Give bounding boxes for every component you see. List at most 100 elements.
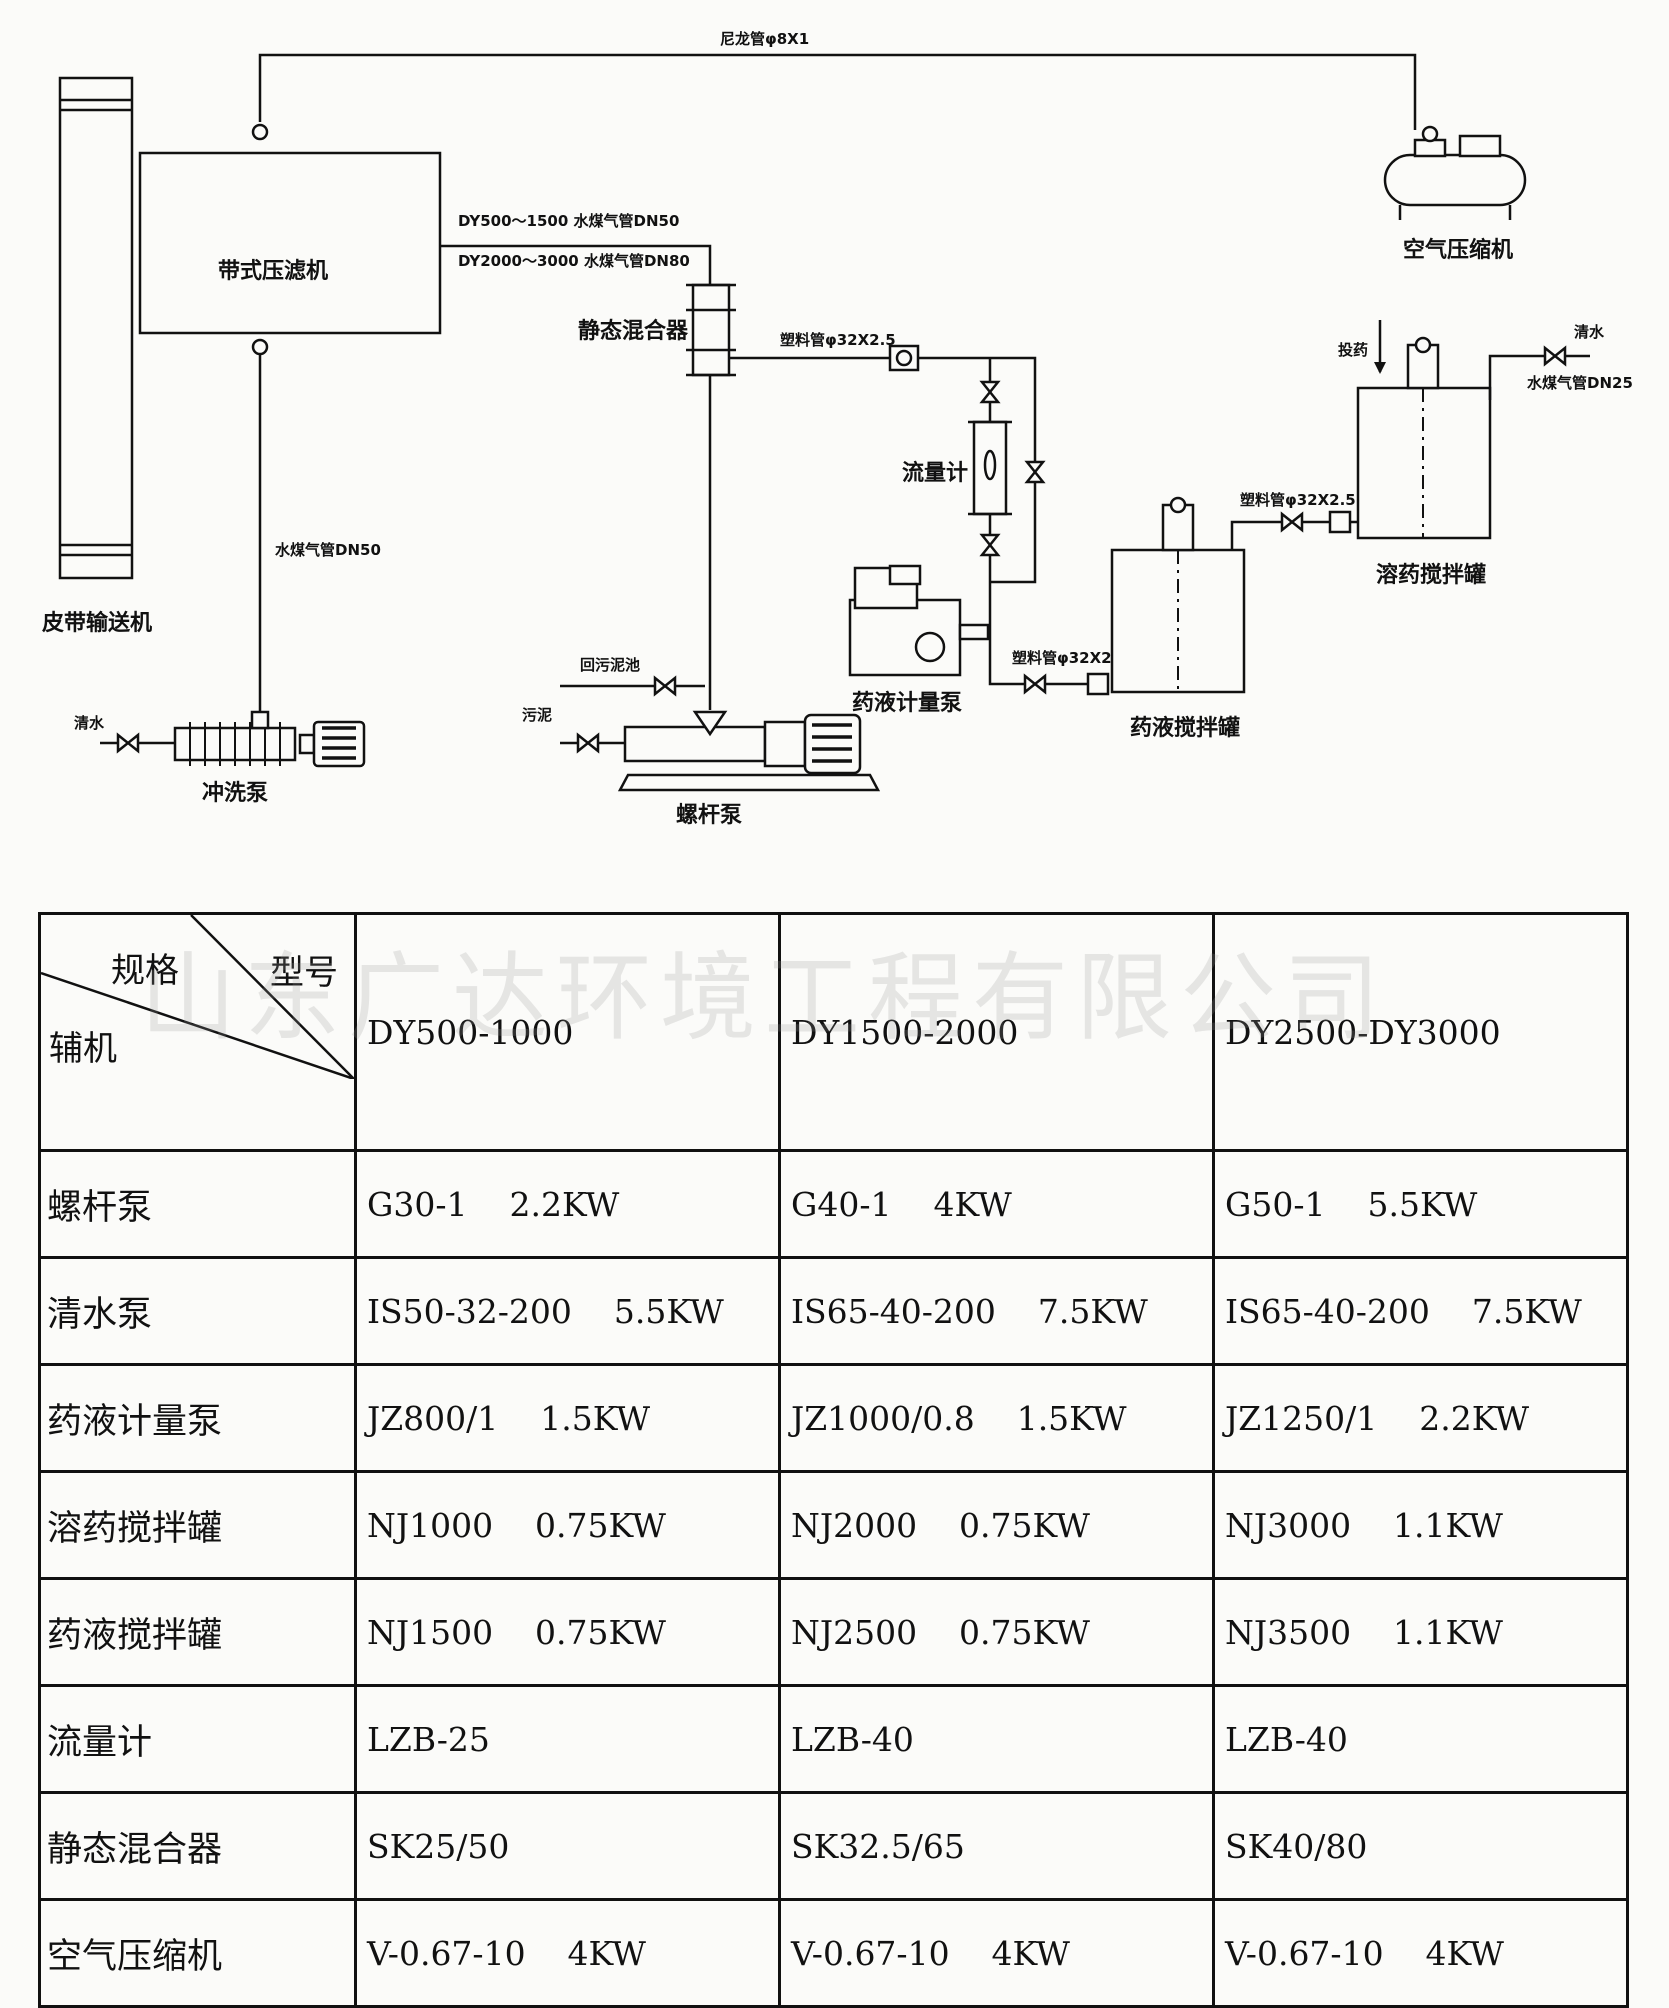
label-flush-pump: 冲洗泵	[202, 781, 268, 806]
valve-icon	[1023, 673, 1047, 695]
table-row: 溶药搅拌罐 NJ1000 0.75KW NJ2000 0.75KW NJ3000…	[38, 1470, 1629, 1580]
table-row: 药液计量泵 JZ800/1 1.5KW JZ1000/0.8 1.5KW JZ1…	[38, 1363, 1629, 1473]
column-header: DY2500-DY3000	[1212, 912, 1629, 1152]
row-header: 螺杆泵	[38, 1149, 357, 1259]
table-row: 空气压缩机 V-0.67-10 4KW V-0.67-10 4KW V-0.67…	[38, 1898, 1629, 2008]
label-pipe-dy2000: DY2000～3000 水煤气管DN80	[458, 252, 690, 270]
chem-tank-symbol	[1110, 496, 1246, 694]
valve-icon	[116, 732, 140, 754]
table-cell: G50-1 5.5KW	[1212, 1149, 1629, 1259]
table-cell: G30-1 2.2KW	[354, 1149, 781, 1259]
valve-icon	[1543, 345, 1567, 367]
row-header: 药液计量泵	[38, 1363, 357, 1473]
label-dissolve-tank: 溶药搅拌罐	[1376, 562, 1486, 588]
row-header: 药液搅拌罐	[38, 1577, 357, 1687]
label-pipe-dn50: 水煤气管DN50	[275, 541, 381, 559]
table-row: 药液搅拌罐 NJ1500 0.75KW NJ2500 0.75KW NJ3500…	[38, 1577, 1629, 1687]
flange-symbol	[1086, 672, 1110, 696]
table-cell: V-0.67-10 4KW	[778, 1898, 1215, 2008]
check-valve-symbol	[888, 344, 920, 372]
air-compressor-symbol	[1383, 125, 1527, 220]
label-nylon-pipe: 尼龙管φ8X1	[720, 30, 809, 48]
table-cell: SK40/80	[1212, 1791, 1629, 1901]
table-cell: JZ800/1 1.5KW	[354, 1363, 781, 1473]
row-header: 流量计	[38, 1684, 357, 1794]
label-return-sludge: 回污泥池	[580, 656, 640, 674]
table-cell: NJ1000 0.75KW	[354, 1470, 781, 1580]
flush-pump-symbol	[173, 710, 366, 768]
screw-pump-symbol	[617, 710, 881, 792]
table-cell: NJ2500 0.75KW	[778, 1577, 1215, 1687]
table-cell: LZB-40	[778, 1684, 1215, 1794]
table-row: 螺杆泵 G30-1 2.2KW G40-1 4KW G50-1 5.5KW	[38, 1149, 1629, 1259]
label-dosing-pump: 药液计量泵	[852, 690, 962, 716]
column-header: DY1500-2000	[778, 912, 1215, 1152]
flange-symbol	[1328, 510, 1352, 534]
label-add-chem: 投药	[1338, 341, 1368, 359]
table-cell: G40-1 4KW	[778, 1149, 1215, 1259]
table-row: 清水泵 IS50-32-200 5.5KW IS65-40-200 7.5KW …	[38, 1256, 1629, 1366]
belt-conveyor-symbol	[58, 76, 134, 580]
table-cell: IS65-40-200 7.5KW	[778, 1256, 1215, 1366]
label-plastic-pipe-3: 塑料管φ32X2.5	[1012, 649, 1128, 667]
row-header: 静态混合器	[38, 1791, 357, 1901]
label-plastic-pipe-2: 塑料管φ32X2.5	[1240, 491, 1356, 509]
row-header: 溶药搅拌罐	[38, 1470, 357, 1580]
valve-icon	[653, 675, 677, 697]
label-air-compressor: 空气压缩机	[1403, 237, 1513, 263]
label-chem-tank: 药液搅拌罐	[1130, 715, 1240, 741]
valve-icon	[1280, 511, 1304, 533]
table-cell: JZ1000/0.8 1.5KW	[778, 1363, 1215, 1473]
table-cell: SK25/50	[354, 1791, 781, 1901]
process-flow-diagram: 尼龙管φ8X1 空气压缩机 皮带输送机 带式压滤机 水煤气管DN50 DY500…	[42, 30, 1633, 828]
static-mixer-symbol	[686, 283, 736, 377]
dissolve-tank-symbol	[1356, 320, 1492, 540]
table-row: 流量计 LZB-25 LZB-40 LZB-40	[38, 1684, 1629, 1794]
spec-table: 规格 型号 辅机 DY500-1000 DY1500-2000 DY2500-D…	[38, 912, 1629, 2008]
label-sludge: 污泥	[522, 706, 552, 724]
label-belt-press: 带式压滤机	[218, 259, 328, 284]
label-plastic-pipe-1: 塑料管φ32X2.5	[780, 331, 896, 349]
label-clear-water-top: 清水	[1574, 323, 1605, 341]
table-cell: V-0.67-10 4KW	[1212, 1898, 1629, 2008]
belt-press-box	[138, 151, 442, 335]
table-cell: NJ3000 1.1KW	[1212, 1470, 1629, 1580]
table-header-row: 规格 型号 辅机 DY500-1000 DY1500-2000 DY2500-D…	[38, 912, 1629, 1152]
valve-icon	[979, 380, 1001, 404]
label-pipe-dn25: 水煤气管DN25	[1527, 374, 1633, 392]
table-cell: V-0.67-10 4KW	[354, 1898, 781, 2008]
pump-suction-line	[988, 625, 1090, 686]
label-belt-conveyor: 皮带输送机	[42, 610, 152, 636]
air-inlet-node	[251, 123, 269, 141]
nylon-air-line	[258, 53, 1417, 130]
table-cell: IS65-40-200 7.5KW	[1212, 1256, 1629, 1366]
water-inlet-node	[251, 338, 269, 356]
table-cell: LZB-40	[1212, 1684, 1629, 1794]
table-cell: NJ3500 1.1KW	[1212, 1577, 1629, 1687]
label-screw-pump: 螺杆泵	[676, 803, 742, 828]
label-pipe-dy500: DY500～1500 水煤气管DN50	[458, 212, 679, 230]
valve-icon	[979, 533, 1001, 557]
sludge-feed-line	[440, 244, 712, 710]
label-static-mixer: 静态混合器	[578, 318, 689, 344]
valve-icon	[576, 732, 600, 754]
transfer-line	[1230, 520, 1358, 550]
row-header: 空气压缩机	[38, 1898, 357, 2008]
corner-diagonal-lines	[42, 916, 353, 1079]
table-row: 静态混合器 SK25/50 SK32.5/65 SK40/80	[38, 1791, 1629, 1901]
table-cell: IS50-32-200 5.5KW	[354, 1256, 781, 1366]
table-cell: NJ2000 0.75KW	[778, 1470, 1215, 1580]
row-header: 清水泵	[38, 1256, 357, 1366]
label-flowmeter: 流量计	[902, 460, 968, 486]
corner-aux-label: 辅机	[49, 1029, 117, 1069]
flowmeter-symbol	[968, 420, 1012, 516]
corner-spec-label: 规格	[111, 951, 179, 991]
label-clear-water-left: 清水	[74, 714, 105, 732]
dosing-pump-symbol	[848, 564, 990, 677]
table-cell: JZ1250/1 2.2KW	[1212, 1363, 1629, 1473]
valve-icon	[1024, 460, 1046, 484]
table-cell: LZB-25	[354, 1684, 781, 1794]
table-cell: NJ1500 0.75KW	[354, 1577, 781, 1687]
table-cell: SK32.5/65	[778, 1791, 1215, 1901]
corner-model-label: 型号	[270, 953, 338, 993]
